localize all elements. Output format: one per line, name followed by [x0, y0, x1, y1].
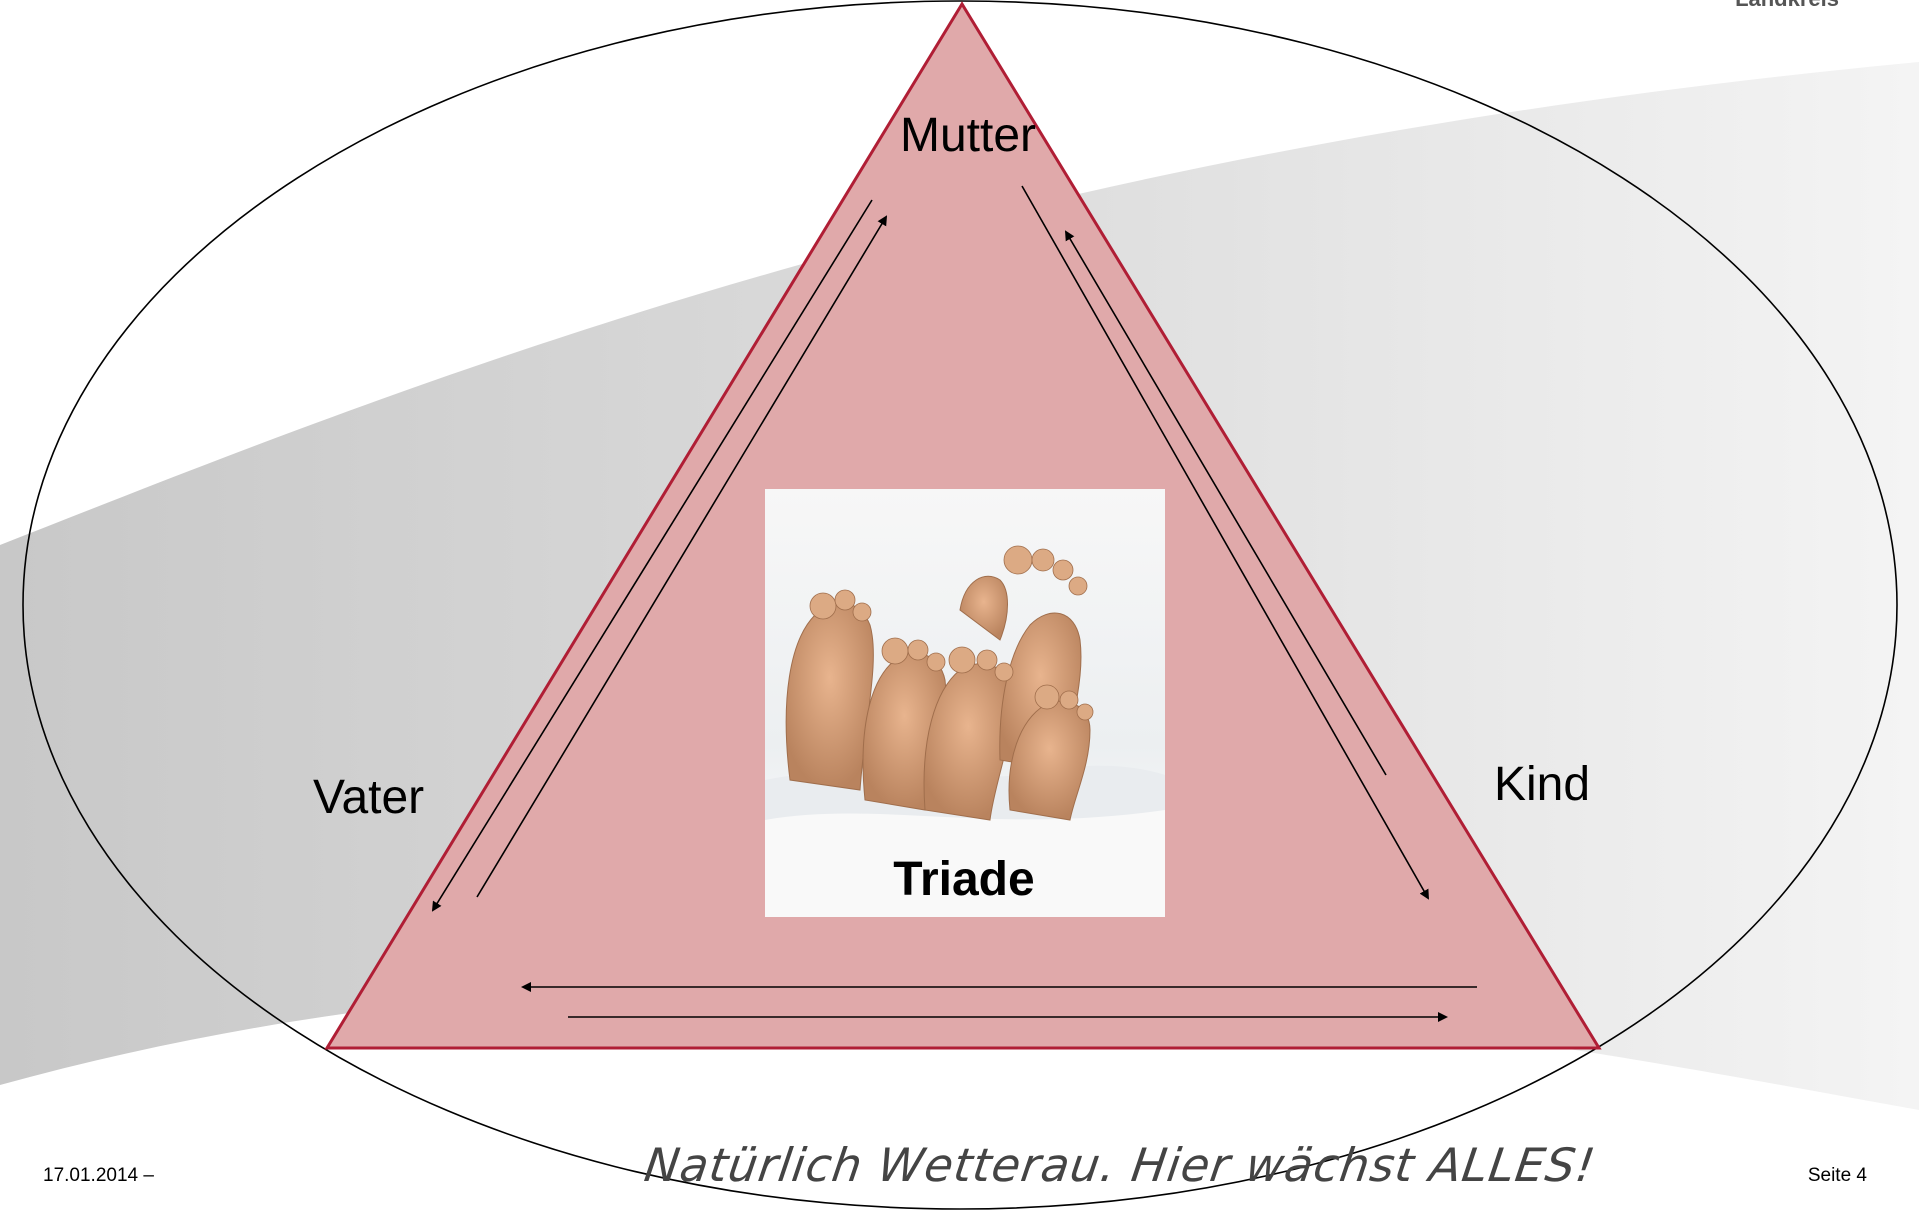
node-label-vater: Vater [313, 771, 425, 824]
node-label-mutter: Mutter [900, 109, 1037, 162]
footer-date: 17.01.2014 – [43, 1165, 154, 1186]
arrow-vater-to-mutter [476, 215, 888, 898]
center-label-triade: Triade [893, 853, 1035, 906]
header-brand-text: Landkreis [1735, 0, 1839, 12]
arrow-kind-to-mutter [1064, 230, 1387, 776]
footer-slogan: Natürlich Wetterau. Hier wächst ALLES! [641, 1138, 1600, 1192]
arrow-mutter-to-kind [1021, 185, 1429, 900]
arrow-mutter-to-vater [431, 199, 873, 912]
node-label-kind: Kind [1494, 758, 1591, 811]
feet-photo [765, 489, 1165, 917]
footer-page-number: Seite 4 [1807, 1165, 1867, 1186]
enclosing-ellipse [22, 0, 1898, 1210]
